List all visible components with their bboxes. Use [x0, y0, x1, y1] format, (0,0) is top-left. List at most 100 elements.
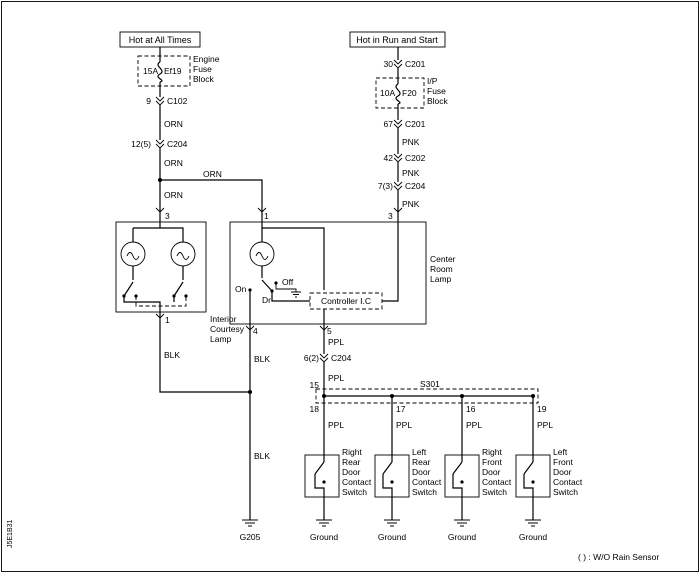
center-pin-out-4: 4: [253, 326, 258, 336]
center-lamp-feed: [261, 212, 325, 290]
bulb-filament-icon: [176, 252, 190, 260]
connector-c102-pin: 9: [146, 96, 151, 106]
switch-4-label-4: Contact: [553, 477, 583, 487]
wire-label-orn-3: ORN: [164, 190, 183, 200]
switch-label-on: On: [235, 284, 247, 294]
switch-4-label-2: Front: [553, 457, 573, 467]
switch-4-label-3: Door: [553, 467, 572, 477]
ip-fuse-rating: 10A: [380, 88, 395, 98]
wire-label-blk-1: BLK: [164, 350, 180, 360]
door-switch-icon: [314, 461, 325, 475]
ip-fuse-symbol: [395, 83, 401, 105]
connector-c204-left-symbol: [155, 139, 165, 149]
connector-c202-symbol: [393, 153, 403, 163]
wire-label-orn-2: ORN: [164, 158, 183, 168]
controller-ic-feed: [382, 228, 399, 302]
switch-2-label-4: Contact: [412, 477, 442, 487]
splice-s301-outline: [315, 388, 539, 404]
switch-2-label-2: Rear: [412, 457, 431, 467]
connector-c202-pin: 42: [384, 153, 394, 163]
engine-fuse-id: Ef19: [164, 66, 182, 76]
center-pin-in-a: 1: [264, 211, 269, 221]
engine-fuse-block-label-3: Block: [193, 74, 215, 84]
center-room-lamp-box: [229, 221, 427, 325]
switch-4-label-1: Left: [553, 447, 568, 457]
bulb-icon: [249, 241, 275, 267]
engine-fuse-rating: 15A: [143, 66, 158, 76]
switch-4-label-5: Switch: [553, 487, 578, 497]
courtesy-pin-out: 1: [165, 315, 170, 325]
switch-contact: [460, 480, 464, 484]
wire-segment: [271, 291, 310, 302]
courtesy-lamp-label-2: Courtesy: [210, 324, 245, 334]
wire-label-ppl-1: PPL: [328, 337, 344, 347]
ip-fuse-block-label-2: Fuse: [427, 86, 446, 96]
wire-label-blk-3: BLK: [254, 451, 270, 461]
ip-fuse-id: F20: [402, 88, 417, 98]
wire-blk-courtesy: [159, 318, 250, 393]
courtesy-pin-in: 3: [165, 211, 170, 221]
wire-label-ppl-2: PPL: [328, 373, 344, 383]
courtesy-switch-icon: [173, 281, 184, 297]
switch-1-label-1: Right: [342, 447, 362, 457]
switch-pin-4: 19: [537, 404, 547, 414]
engine-fuse-block-label-1: Engine: [193, 54, 220, 64]
center-pin-out-5: 5: [327, 326, 332, 336]
ground-label-3: Ground: [448, 532, 477, 542]
switch-3-label-2: Front: [482, 457, 502, 467]
courtesy-switch-link: [135, 296, 187, 307]
switch-contact: [390, 480, 394, 484]
ground-label-1: Ground: [310, 532, 339, 542]
interior-courtesy-lamp-box: [115, 221, 207, 313]
connector-c201-in-name: C201: [405, 59, 426, 69]
switch-2-label-5: Switch: [412, 487, 437, 497]
engine-fuse-block-label-2: Fuse: [193, 64, 212, 74]
wire-segment: [382, 474, 393, 497]
ground-icon: [454, 519, 470, 527]
connector-c204-lower-symbol: [319, 353, 329, 363]
wire-label-ppl-sw2: PPL: [396, 420, 412, 430]
ip-fuse-block-label-3: Block: [427, 96, 449, 106]
switch-contact: [322, 480, 326, 484]
connector-c201-in-pin: 30: [384, 59, 394, 69]
connector-c201-out-symbol: [393, 119, 403, 129]
connector-c201-out-name: C201: [405, 119, 426, 129]
switch-2-label-3: Door: [412, 467, 431, 477]
switch-1-label-5: Switch: [342, 487, 367, 497]
wire-label-ppl-sw1: PPL: [328, 420, 344, 430]
splice-s301-label: S301: [420, 379, 440, 389]
connector-c204-right-symbol: [393, 181, 403, 191]
wire-label-pnk-3: PNK: [402, 199, 420, 209]
switch-1-label-4: Contact: [342, 477, 372, 487]
switch-label-dr: Dr: [262, 295, 271, 305]
ground-icon: [242, 519, 258, 527]
switch-3-label-5: Switch: [482, 487, 507, 497]
splice-dot: [248, 390, 252, 394]
ground-label-4: Ground: [519, 532, 548, 542]
center-lamp-label-2: Room: [430, 264, 453, 274]
wire-label-orn-branch: ORN: [203, 169, 222, 179]
switch-1-label-3: Door: [342, 467, 361, 477]
bulb-filament-icon: [255, 252, 269, 260]
wire-label-ppl-sw4: PPL: [537, 420, 553, 430]
courtesy-lamp-wiring: [132, 212, 184, 242]
switch-contact: [184, 294, 188, 298]
ground-label-g205: G205: [240, 532, 261, 542]
ground-icon: [525, 519, 541, 527]
courtesy-lamp-label-3: Lamp: [210, 334, 232, 344]
bulb-icon: [120, 241, 146, 267]
switch-label-off: Off: [282, 277, 294, 287]
wire-label-pnk-2: PNK: [402, 168, 420, 178]
engine-fuse-block-outline: [137, 55, 191, 87]
wire-label-pnk-1: PNK: [402, 137, 420, 147]
supply-label-hot-in-run-and-start: Hot in Run and Start: [356, 35, 438, 45]
figure-code: J5E1B31: [7, 519, 14, 548]
center-pin-in-b: 3: [388, 211, 393, 221]
center-lamp-switch-icon: [261, 279, 273, 292]
switch-3-label-1: Right: [482, 447, 502, 457]
courtesy-lamp-label-1: Interior: [210, 314, 237, 324]
switch-pin-2: 17: [396, 404, 406, 414]
connector-c102-name: C102: [167, 96, 188, 106]
center-lamp-label-1: Center: [430, 254, 456, 264]
